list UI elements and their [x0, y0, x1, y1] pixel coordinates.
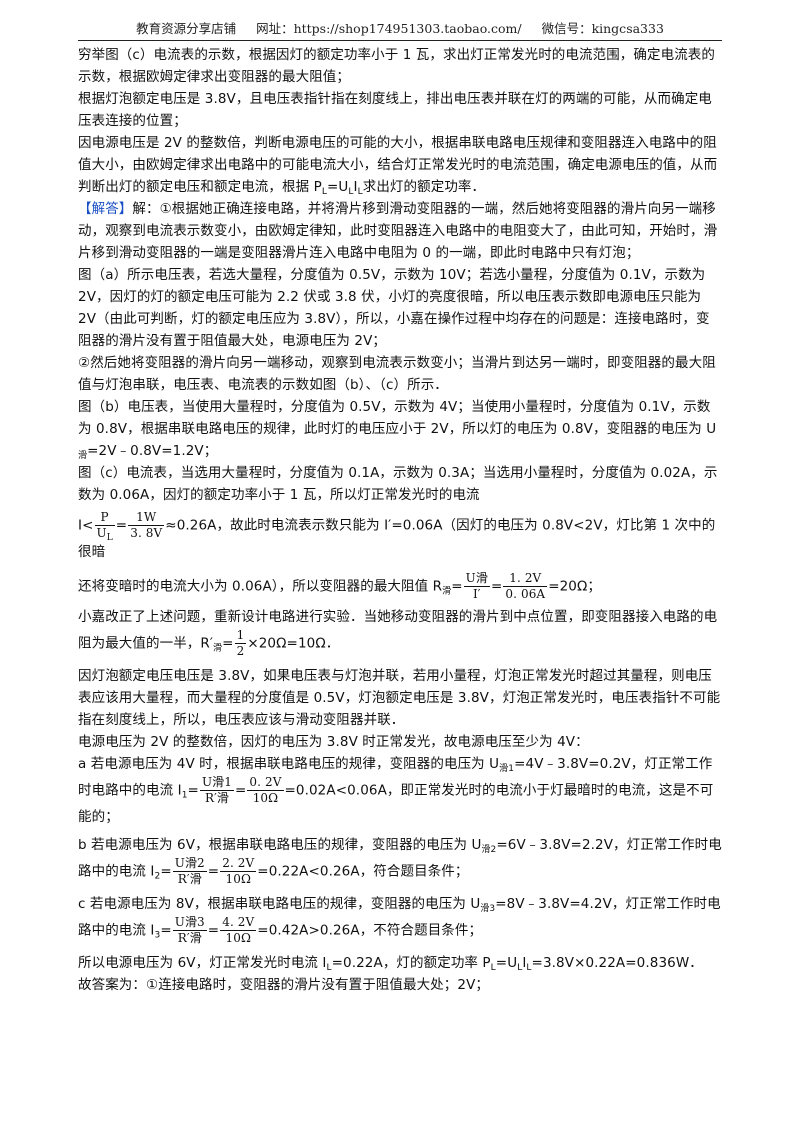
analysis-paragraph-3: 因电源电压是 2V 的整数倍，判断电源电压的可能的大小，根据串联电路电压规律和变…: [78, 135, 718, 197]
solution-paragraph-1: 【解答】解：①根据她正确连接电路，并将滑片移到滑动变阻器的一端，然后她将变阻器的…: [78, 201, 718, 261]
analysis-paragraph-2: 根据灯泡额定电压是 3.8V，且电压表指针指在刻度线上，排出电压表并联在灯的两端…: [78, 91, 712, 129]
case-b-line: b 若电源电压为 6V，根据串联电路电压的规律，变阻器的电压为 U滑2=6V﹣3…: [78, 837, 722, 886]
solution-paragraph-2: 图（a）所示电压表，若选大量程，分度值为 0.5V，示数为 10V；若选小量程，…: [78, 267, 710, 349]
header-wechat: 微信号：kingcsa333: [541, 21, 664, 36]
answer-line: 故答案为：①连接电路时，变阻器的滑片没有置于阻值最大处；2V；: [78, 977, 490, 993]
document-body: 穷举图（c）电流表的示数，根据因灯的额定功率小于 1 瓦，求出灯正常发光时的电流…: [78, 44, 722, 996]
header-divider: [78, 40, 722, 41]
final-result-line: 所以电源电压为 6V，灯正常发光时电流 IL=0.22A，灯的额定功率 PL=U…: [78, 955, 703, 973]
solution-paragraph-3: ②然后她将变阻器的滑片向另一端移动，观察到电流表示数变小；当滑片到达另一端时，即…: [78, 355, 716, 393]
solution-paragraph-6: 因灯泡额定电压电压是 3.8V，如果电压表与灯泡并联，若用小量程，灯泡正常发光时…: [78, 668, 721, 728]
solution-paragraph-7: 电源电压为 2V 的整数倍，因灯的电压为 3.8V 时正常发光，故电源电压至少为…: [78, 734, 589, 750]
header-shop: 教育资源分享店铺: [136, 21, 237, 36]
half-resistance-line: 小嘉改正了上述问题，重新设计电路进行实验．当她移动变阻器的滑片到中点位置，即变阻…: [78, 609, 718, 658]
case-a-line: a 若电源电压为 4V 时，根据串联电路电压的规律，变阻器的电压为 U滑1=4V…: [78, 756, 714, 825]
page-header: 教育资源分享店铺 网址：https://shop174951303.taobao…: [0, 18, 800, 37]
answer-tag: 【解答】: [78, 201, 133, 217]
analysis-paragraph-1: 穷举图（c）电流表的示数，根据因灯的额定功率小于 1 瓦，求出灯正常发光时的电流…: [78, 47, 715, 85]
case-c-line: c 若电源电压为 8V，根据串联电路电压的规律，变阻器的电压为 U滑3=8V﹣3…: [78, 896, 721, 945]
solution-paragraph-5: 图（c）电流表，当选用大量程时，分度值为 0.1A，示数为 0.3A；当选用小量…: [78, 465, 718, 503]
solution-paragraph-4: 图（b）电压表，当使用大量程时，分度值为 0.5V，示数为 4V；当使用小量程时…: [78, 399, 717, 461]
header-site-link[interactable]: 网址：https://shop174951303.taobao.com/: [256, 21, 522, 36]
